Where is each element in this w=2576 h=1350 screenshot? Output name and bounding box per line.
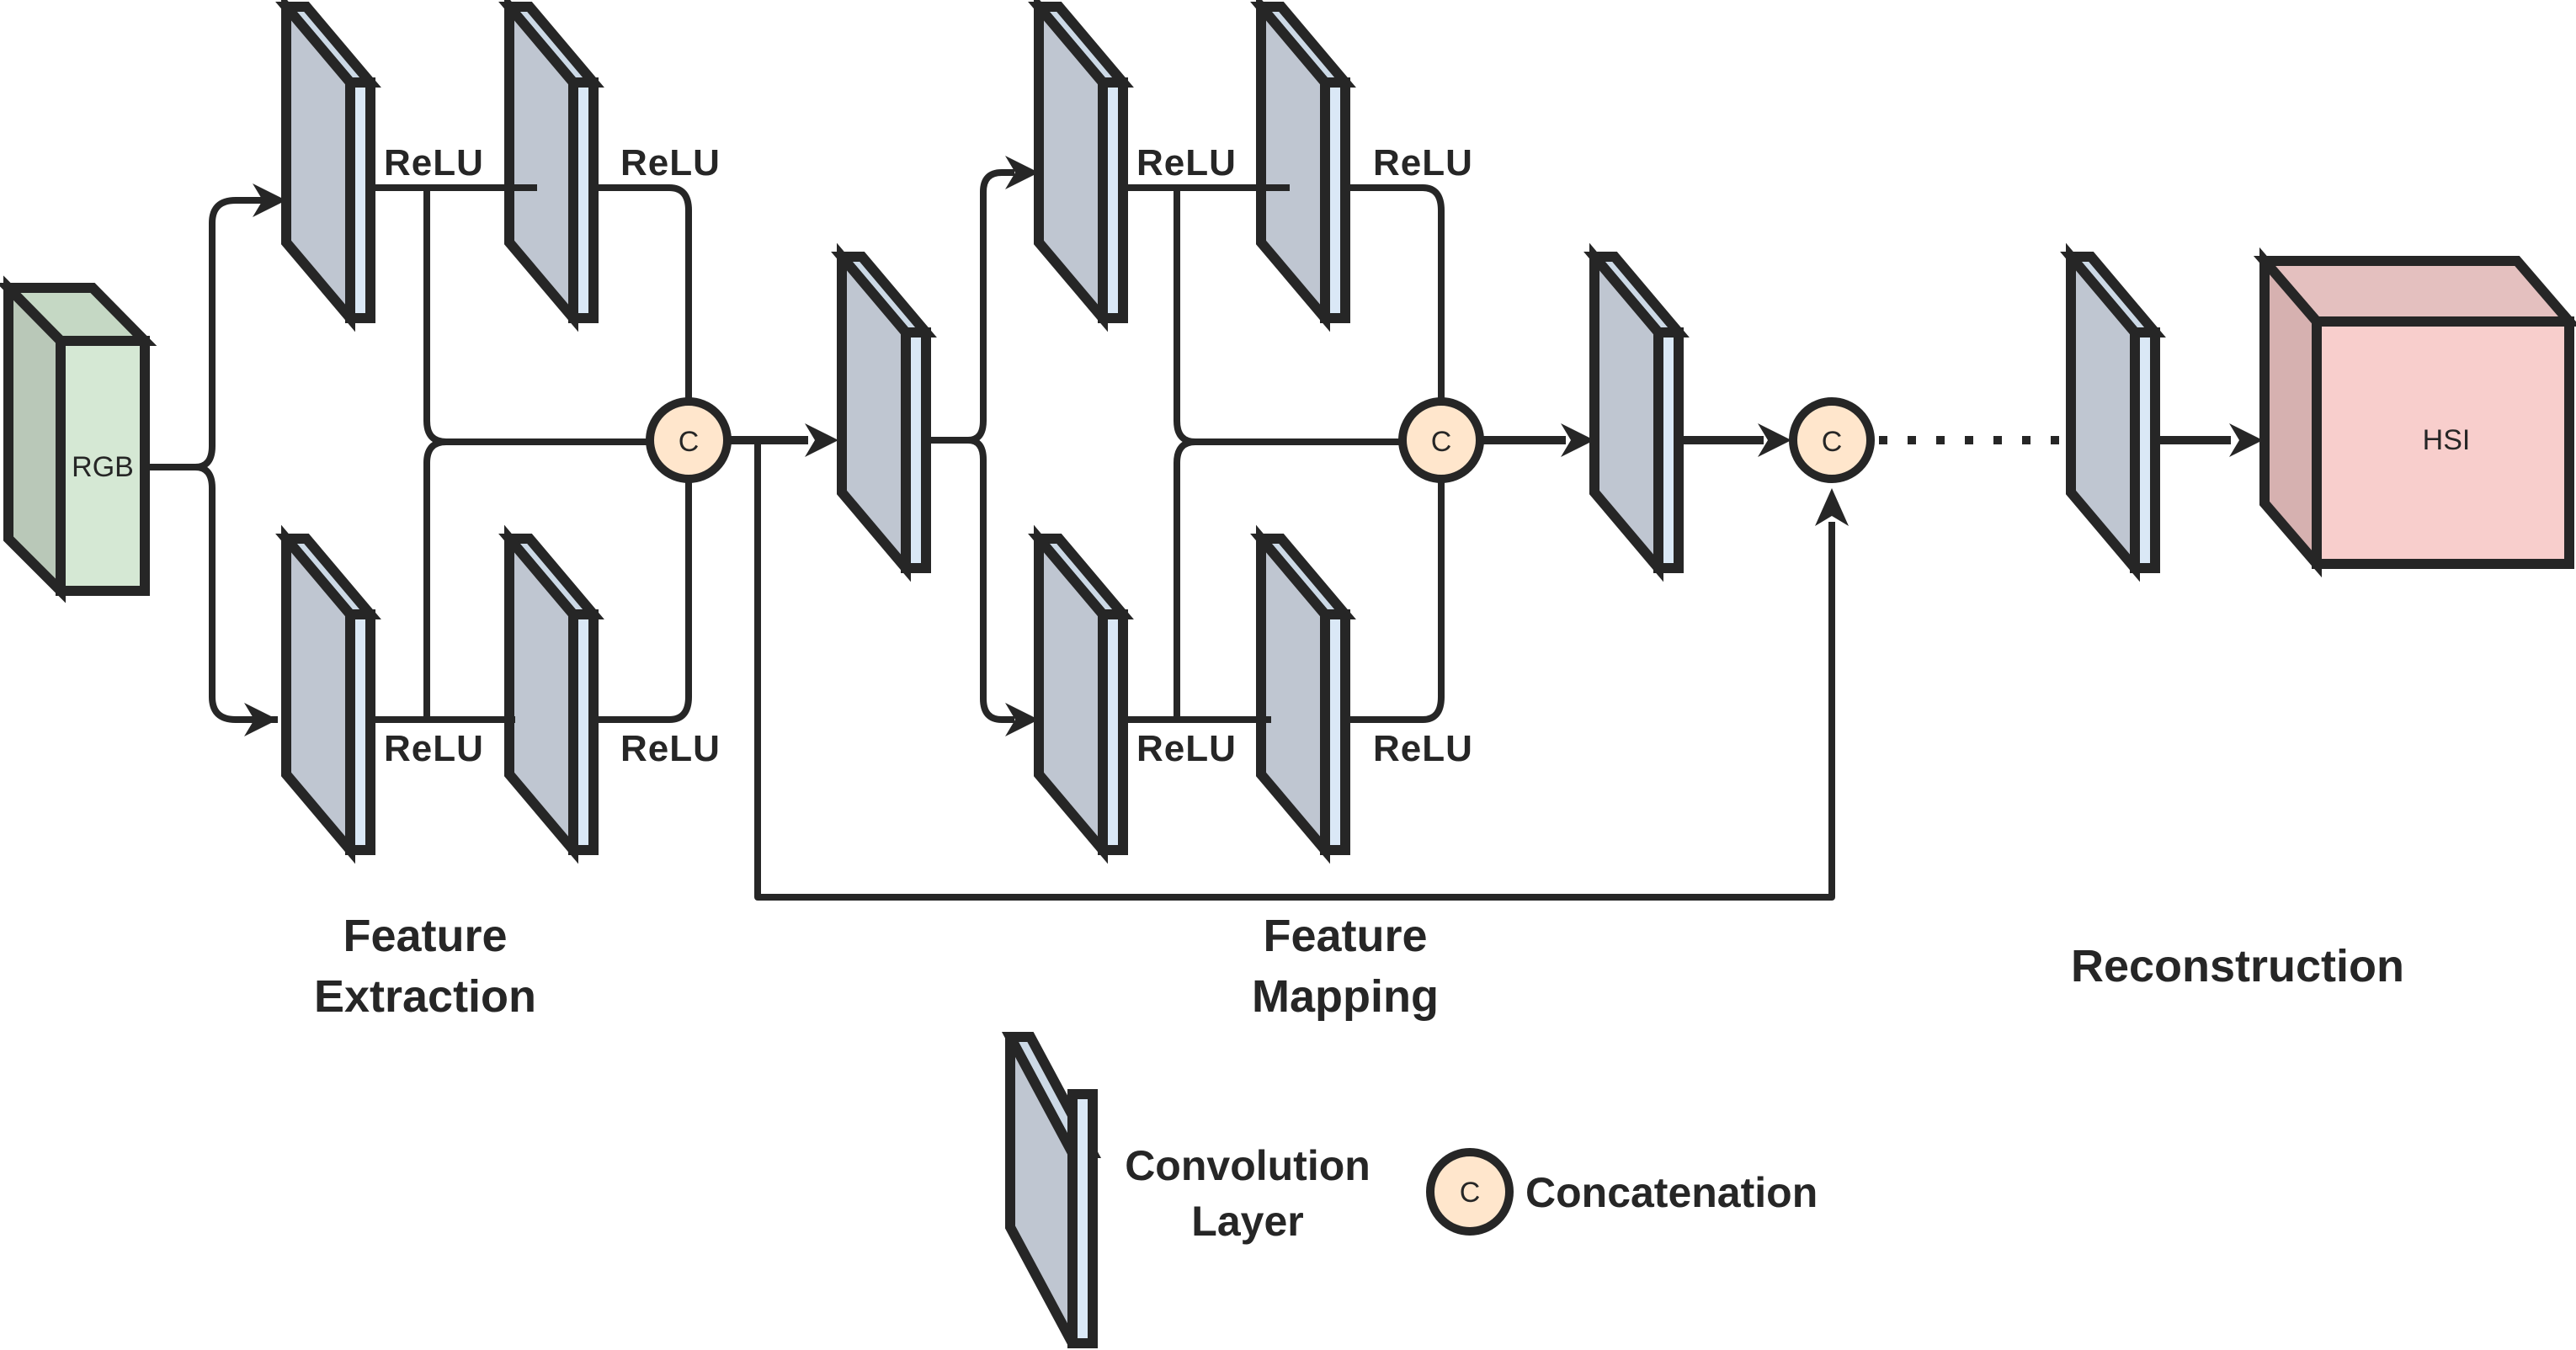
arrowhead-icon: [805, 423, 838, 457]
conv-layer-fm-top-1: [1039, 7, 1123, 318]
relu-label: ReLU: [1136, 728, 1237, 769]
legend: Convolution Layer C Concatenation: [1001, 1032, 1818, 1348]
conv-layer-middle: [842, 257, 926, 568]
conv-layer-fm-bot-2: [1261, 539, 1345, 850]
arrowhead-icon: [244, 703, 278, 736]
legend-concat-label: Concatenation: [1525, 1169, 1818, 1216]
rgb-input-cube: RGB: [0, 275, 157, 603]
arrowhead-icon: [1005, 156, 1039, 189]
arrowhead-icon: [2229, 423, 2263, 457]
fm-split-wire: [929, 169, 1014, 723]
conv-layer-after-fm: [1594, 257, 1679, 568]
section-label-feature-extraction-line1: Feature: [343, 911, 507, 961]
section-label-feature-extraction-line2: Extraction: [314, 971, 536, 1022]
skip-connection-wire: [754, 440, 1835, 901]
section-label-feature-mapping-line1: Feature: [1263, 911, 1427, 961]
arrowhead-icon: [253, 183, 286, 217]
arrowhead-icon: [1005, 703, 1039, 736]
concat-symbol: C: [1822, 426, 1843, 458]
section-label-feature-mapping-line2: Mapping: [1252, 971, 1439, 1022]
conv-layer-fm-top-2: [1261, 7, 1345, 318]
legend-concat-symbol: C: [1460, 1177, 1481, 1209]
arrowhead-icon: [1561, 423, 1594, 457]
legend-concat-icon: [1426, 1148, 1514, 1236]
concat-symbol: C: [679, 426, 700, 458]
relu-label: ReLU: [384, 142, 484, 183]
conv-layer-fe-bot-1: [286, 539, 370, 850]
relu-label: ReLU: [1373, 142, 1473, 183]
legend-conv-label-line1: Convolution: [1125, 1142, 1370, 1189]
concat-node-fm: [1398, 397, 1484, 483]
legend-conv-label-line2: Layer: [1191, 1198, 1303, 1245]
conv-layer-fe-top-1: [286, 7, 370, 318]
conv-layer-fm-bot-1: [1039, 539, 1123, 850]
relu-label: ReLU: [620, 142, 721, 183]
legend-conv-icon: [1001, 1032, 1102, 1348]
conv-layer-reconstruction: [2071, 257, 2155, 568]
hsi-label: HSI: [2423, 424, 2471, 456]
relu-label: ReLU: [1136, 142, 1237, 183]
relu-label: ReLU: [620, 728, 721, 769]
arrowhead-icon: [1758, 423, 1791, 457]
rgb-split-wire: [148, 197, 278, 723]
relu-label: ReLU: [1373, 728, 1473, 769]
hsi-output-cube: HSI: [2253, 247, 2576, 578]
conv-layer-fe-bot-2: [509, 539, 593, 850]
arrowhead-icon: [1815, 488, 1849, 526]
concat-node-fe: [646, 397, 732, 483]
concat-symbol: C: [1431, 426, 1452, 458]
fe-wires: [374, 184, 692, 723]
relu-label: ReLU: [384, 728, 484, 769]
section-label-reconstruction: Reconstruction: [2071, 941, 2404, 991]
conv-layer-fe-top-2: [509, 7, 593, 318]
rgb-label: RGB: [72, 451, 134, 483]
concat-node-global: [1789, 397, 1875, 483]
fm-wires: [1126, 184, 1445, 723]
